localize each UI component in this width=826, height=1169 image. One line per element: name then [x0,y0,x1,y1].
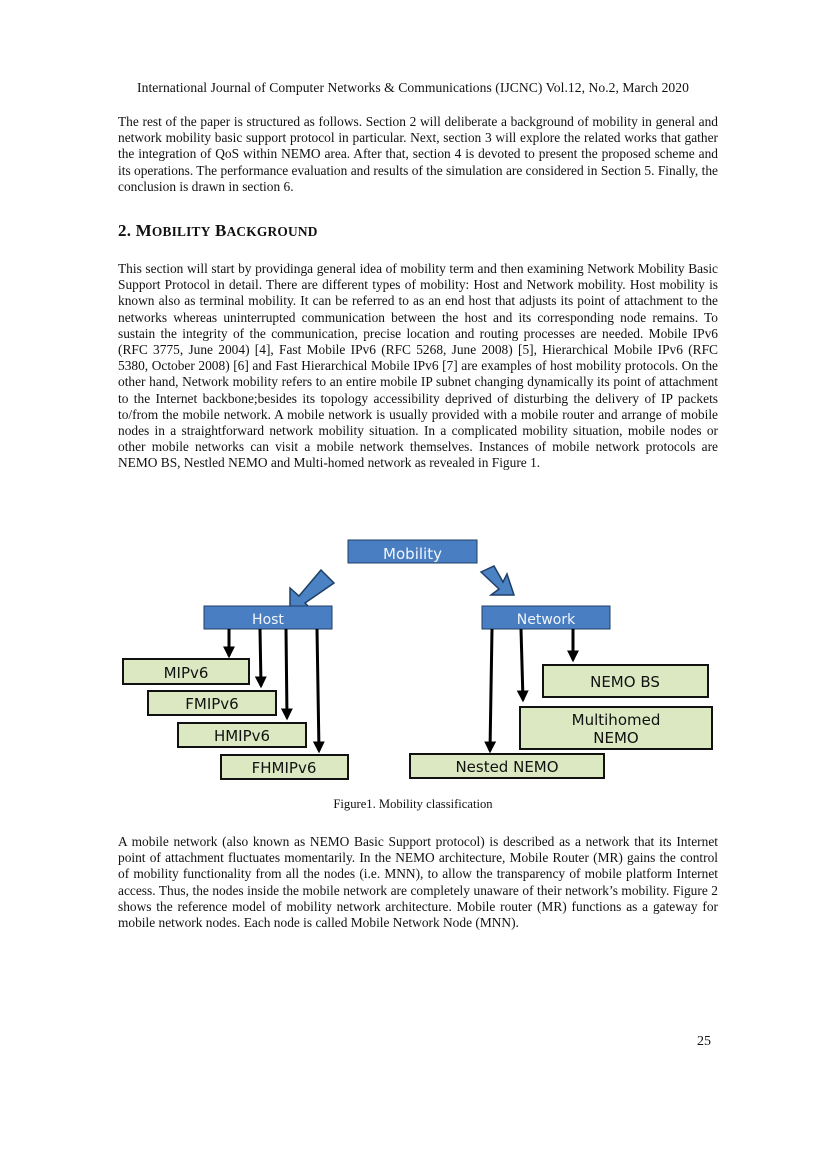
arrow-to-fmipv6 [254,628,267,689]
arrow-to-fhmipv6 [312,628,325,754]
running-header: International Journal of Computer Networ… [137,80,689,95]
arrow-to-hmipv6 [280,628,293,721]
paragraph-intro: The rest of the paper is structured as f… [118,114,718,194]
section-number: 2. [118,221,132,240]
section-title-rest2: ACKGROUND [226,224,318,239]
nested-nemo-label: Nested NEMO [455,758,558,776]
mipv6-label: MIPv6 [164,664,209,682]
host-box [203,605,333,630]
arrow-to-nested-nemo [484,628,497,754]
arrow-to-multihomed [516,628,529,703]
page-number: 25 [697,1034,711,1049]
section-title-cap2: B [215,221,227,240]
right-big-arrow-icon [479,565,516,596]
section-title-cap1: M [135,221,152,240]
mobility-label: Mobility [383,545,442,563]
section-heading: 2. MOBILITY BACKGROUND [118,221,318,241]
nested-nemo-box [409,753,605,779]
hmipv6-box [177,722,307,748]
mobility-classification-diagram: Mobility Host Network MIPv6 FMIPv6 HMIPv… [122,539,713,780]
host-label: Host [252,612,284,628]
fhmipv6-label: FHMIPv6 [252,759,317,777]
mipv6-box [122,658,250,685]
network-box [481,605,611,630]
multihomed-nemo-box [519,706,713,750]
nemo-bs-label: NEMO BS [590,673,660,691]
multihomed-label: Multihomed [572,711,661,729]
nemo-bs-box [542,664,709,698]
network-label: Network [517,612,576,628]
fmipv6-box [147,690,277,716]
fmipv6-label: FMIPv6 [185,695,238,713]
hmipv6-label: HMIPv6 [214,727,270,745]
mobility-classification-figure: Mobility Host Network MIPv6 FMIPv6 HMIPv… [118,532,718,782]
mobility-box [347,539,478,564]
paragraph-background: This section will start by providinga ge… [118,261,718,471]
multihomed-nemo-label: NEMO [593,729,638,747]
section-title-rest1: OBILITY [151,224,211,239]
fhmipv6-box [220,754,349,780]
paragraph-nemo: A mobile network (also known as NEMO Bas… [118,834,718,931]
figure-caption: Figure1. Mobility classification [333,797,493,811]
